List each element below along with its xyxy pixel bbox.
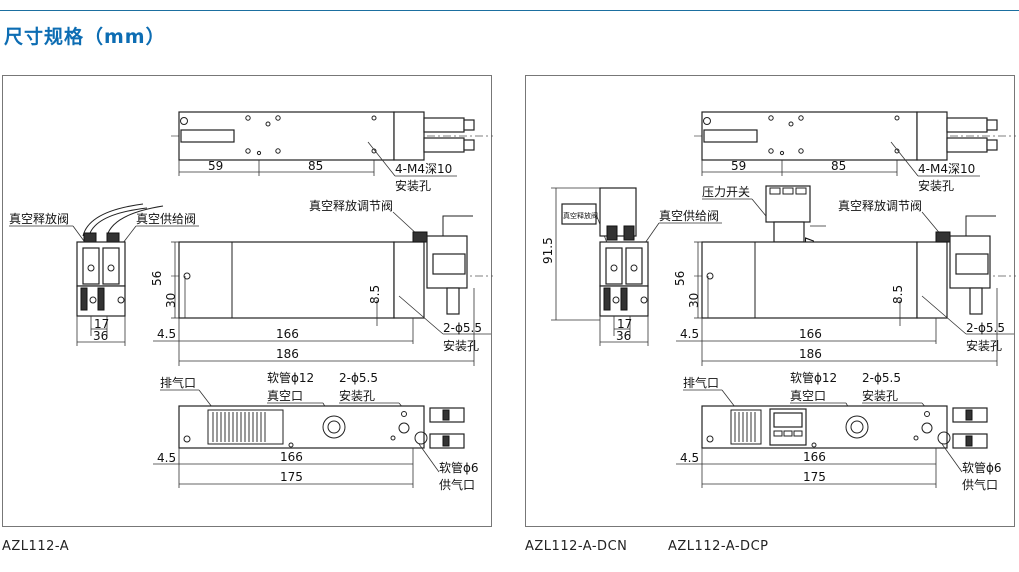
dim-85: 85 — [308, 159, 323, 173]
drawing-azl112-a: 59 85 4-M4深10 安装孔 真空释放阀 真空供给阀 17 — [9, 111, 493, 492]
label-vac-supply-valve: 真空供给阀 — [659, 209, 719, 223]
label-hose-6: 软管ϕ6 — [439, 460, 479, 475]
label-pressure-switch: 压力开关 — [702, 185, 750, 199]
dim-bottom-166: 166 — [280, 450, 303, 464]
label-mount-tapped-note: 安装孔 — [395, 178, 431, 193]
dim-166: 166 — [276, 327, 299, 341]
dim-56: 56 — [673, 271, 687, 286]
front-view: 压力开关 7 真空释放调节阀 56 30 8.5 4.5 — [673, 185, 1016, 366]
label-bottom-hole-note: 安装孔 — [862, 388, 898, 403]
top-view: 59 85 4-M4深10 安装孔 — [694, 111, 1016, 193]
dim-91-5: 91.5 — [541, 237, 555, 264]
dim-8-5: 8.5 — [891, 285, 905, 304]
label-hole-note: 安装孔 — [443, 338, 479, 353]
label-vac-release-valve-small: 真空释放阀 — [563, 211, 598, 220]
model-label-dcn: AZL112-A-DCN — [525, 539, 628, 554]
label-bottom-hole: 2-ϕ5.5 — [339, 371, 378, 385]
dim-85: 85 — [831, 159, 846, 173]
label-hole-2-d5-5: 2-ϕ5.5 — [443, 321, 482, 335]
top-view: 59 85 4-M4深10 安装孔 — [171, 111, 493, 193]
label-bottom-hole: 2-ϕ5.5 — [862, 371, 901, 385]
dim-bottom-4-5: 4.5 — [157, 451, 176, 465]
bottom-view: 排气口 软管ϕ12 真空口 2-ϕ5.5 安装孔 4.5 — [153, 370, 479, 492]
label-hose-6: 软管ϕ6 — [962, 460, 1002, 475]
dim-36: 36 — [616, 329, 631, 343]
dim-bottom-4-5: 4.5 — [680, 451, 699, 465]
drawing-panel-azl112-a: 59 85 4-M4深10 安装孔 真空释放阀 真空供给阀 17 — [2, 75, 493, 527]
label-vac-release-valve: 真空释放阀 — [9, 211, 69, 226]
dim-56: 56 — [150, 271, 164, 286]
dim-7: 7 — [803, 236, 817, 244]
drawing-panel-azl112-a-dc: 59 85 4-M4深10 安装孔 91.5 真空释放阀 真空供给阀 17 — [525, 75, 1016, 527]
label-hose-12: 软管ϕ12 — [790, 370, 837, 385]
dim-bottom-175: 175 — [280, 470, 303, 484]
label-vac-port: 真空口 — [267, 389, 303, 403]
label-vac-release-adj-valve: 真空释放调节阀 — [838, 198, 922, 213]
dim-36: 36 — [93, 329, 108, 343]
dim-4-5: 4.5 — [157, 327, 176, 341]
model-label-dcp: AZL112-A-DCP — [668, 539, 769, 554]
front-view: 真空释放调节阀 56 30 8.5 4.5 166 186 2-ϕ5.5 安装孔 — [150, 198, 493, 366]
dim-186: 186 — [799, 347, 822, 361]
dim-4-5: 4.5 — [680, 327, 699, 341]
drawing-azl112-a-dc: 59 85 4-M4深10 安装孔 91.5 真空释放阀 真空供给阀 17 — [541, 111, 1016, 492]
label-hose-12: 软管ϕ12 — [267, 370, 314, 385]
label-hole-note: 安装孔 — [966, 338, 1002, 353]
label-supply-port: 供气口 — [439, 477, 475, 492]
label-supply-port: 供气口 — [962, 477, 998, 492]
label-bottom-hole-note: 安装孔 — [339, 388, 375, 403]
dim-30: 30 — [687, 293, 701, 308]
label-vac-supply-valve: 真空供给阀 — [136, 212, 196, 226]
side-view: 91.5 真空释放阀 真空供给阀 17 36 — [541, 187, 722, 346]
dim-59: 59 — [731, 159, 746, 173]
label-vac-release-adj-valve: 真空释放调节阀 — [309, 198, 393, 213]
dim-17: 17 — [94, 317, 109, 331]
dim-bottom-166: 166 — [803, 450, 826, 464]
dim-166: 166 — [799, 327, 822, 341]
label-vac-port: 真空口 — [790, 389, 826, 403]
dim-bottom-175: 175 — [803, 470, 826, 484]
label-exhaust: 排气口 — [683, 375, 719, 390]
label-mount-tapped-note: 安装孔 — [918, 178, 954, 193]
dim-186: 186 — [276, 347, 299, 361]
dim-30: 30 — [164, 293, 178, 308]
header-rule — [0, 10, 1019, 11]
model-label-azl112-a: AZL112-A — [2, 539, 70, 554]
label-exhaust: 排气口 — [160, 375, 196, 390]
label-mount-tapped: 4-M4深10 — [918, 162, 975, 176]
dim-59: 59 — [208, 159, 223, 173]
dim-17: 17 — [617, 317, 632, 331]
label-hole-2-d5-5: 2-ϕ5.5 — [966, 321, 1005, 335]
bottom-view: 排气口 软管ϕ12 真空口 2-ϕ5.5 安装孔 4.5 — [676, 370, 1002, 492]
dim-8-5: 8.5 — [368, 285, 382, 304]
side-view: 真空释放阀 真空供给阀 17 36 — [9, 203, 199, 346]
label-mount-tapped: 4-M4深10 — [395, 162, 452, 176]
page-title: 尺寸规格（mm） — [4, 26, 166, 48]
